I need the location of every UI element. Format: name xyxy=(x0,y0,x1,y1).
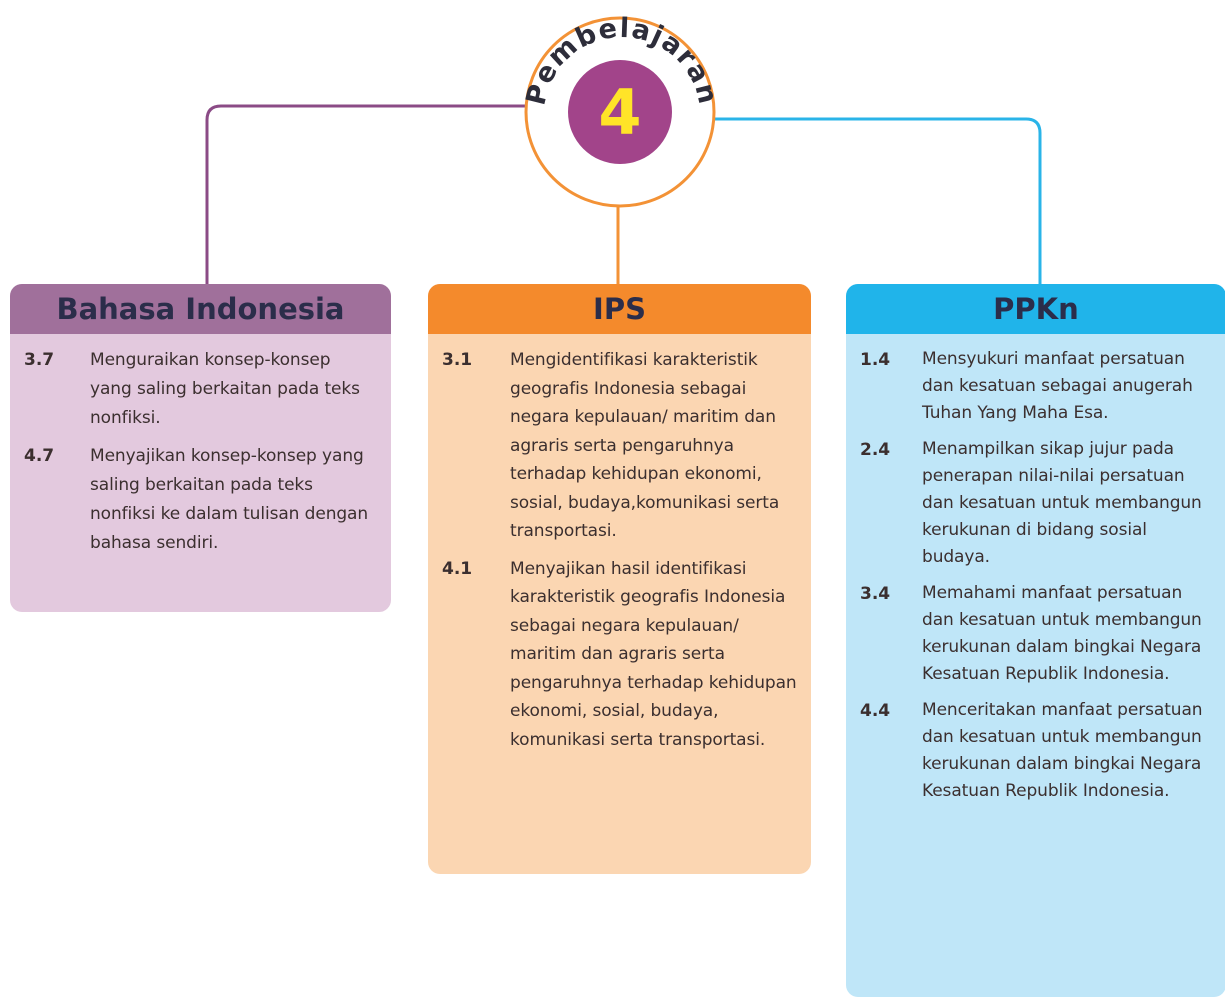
competency-item: 4.7 Menyajikan konsep-konsep yang saling… xyxy=(24,442,377,558)
competency-text: Mengidentifikasi karakteristik geografis… xyxy=(510,350,780,541)
competency-item: 3.1 Mengidentifikasi karakteristik geogr… xyxy=(442,346,797,546)
lesson-badge: Pembelajaran 4 xyxy=(520,13,722,208)
competency-item: 4.4 Menceritakan manfaat persatuan dan k… xyxy=(860,697,1212,805)
competency-item: 4.1 Menyajikan hasil identifikasi karakt… xyxy=(442,555,797,755)
subject-card-ppkn: PPKn 1.4 Mensyukuri manfaat persatuan da… xyxy=(846,284,1225,997)
subject-title: IPS xyxy=(428,284,811,334)
competency-text: Menyajikan konsep-konsep yang saling ber… xyxy=(90,446,369,553)
competency-number: 1.4 xyxy=(860,350,891,370)
badge-number: 4 xyxy=(598,76,641,149)
competency-text: Mensyukuri manfaat persatuan dan kesatua… xyxy=(922,349,1193,423)
connector-left xyxy=(205,104,560,286)
competency-item: 3.4 Memahami manfaat persatuan dan kesat… xyxy=(860,580,1212,688)
competency-item: 2.4 Menampilkan sikap jujur pada penerap… xyxy=(860,436,1212,571)
badge-center xyxy=(568,60,672,164)
competency-number: 4.1 xyxy=(442,558,473,579)
competency-number: 3.1 xyxy=(442,350,473,370)
competency-number: 3.7 xyxy=(24,350,55,370)
competency-item: 1.4 Mensyukuri manfaat persatuan dan kes… xyxy=(860,346,1212,427)
connector-right xyxy=(680,117,1042,286)
competency-number: 3.4 xyxy=(860,584,891,604)
competency-text: Memahami manfaat persatuan dan kesatuan … xyxy=(922,583,1202,684)
competency-text: Menampilkan sikap jujur pada penerapan n… xyxy=(922,439,1202,567)
competency-text: Menyajikan hasil identifikasi karakteris… xyxy=(510,558,797,750)
subject-title: PPKn xyxy=(846,284,1225,334)
competency-number: 2.4 xyxy=(860,440,891,460)
subject-card-bahasa-indonesia: Bahasa Indonesia 3.7 Menguraikan konsep-… xyxy=(10,284,391,612)
competency-item: 3.7 Menguraikan konsep-konsep yang salin… xyxy=(24,346,377,433)
subject-title: Bahasa Indonesia xyxy=(10,284,391,334)
competency-text: Menceritakan manfaat persatuan dan kesat… xyxy=(922,700,1203,801)
competency-number: 4.7 xyxy=(24,446,55,466)
competency-text: Menguraikan konsep-konsep yang saling be… xyxy=(90,350,360,428)
subject-card-ips: IPS 3.1 Mengidentifikasi karakteristik g… xyxy=(428,284,811,874)
competency-number: 4.4 xyxy=(860,701,891,721)
